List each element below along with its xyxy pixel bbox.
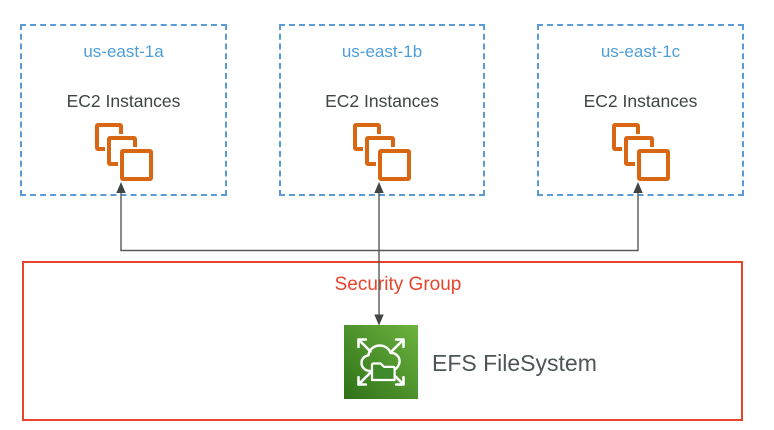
ec2-instances-stack-icon xyxy=(611,123,670,181)
ec2-square-front-icon xyxy=(119,149,153,181)
security-group-label: Security Group xyxy=(334,274,462,295)
az-box-us-east-1b: us-east-1b EC2 Instances xyxy=(279,24,485,196)
ec2-instances-stack-icon xyxy=(353,123,411,181)
az-box-us-east-1a: us-east-1a EC2 Instances xyxy=(20,24,227,196)
ec2-instances-label: EC2 Instances xyxy=(325,91,439,111)
efs-filesystem-icon xyxy=(344,325,418,399)
ec2-instances-label: EC2 Instances xyxy=(583,91,698,111)
az-box-us-east-1c: us-east-1c EC2 Instances xyxy=(537,24,744,196)
efs-filesystem-label: EFS FileSystem xyxy=(432,350,597,376)
az-label: us-east-1c xyxy=(600,42,681,61)
ec2-instances-stack-icon xyxy=(94,123,153,181)
ec2-instances-label: EC2 Instances xyxy=(66,91,181,111)
ec2-square-front-icon xyxy=(636,149,670,181)
az-label: us-east-1a xyxy=(83,42,164,61)
efs-cloud-folder-expand-icon xyxy=(357,338,405,386)
ec2-square-front-icon xyxy=(378,149,411,181)
az-label: us-east-1b xyxy=(341,42,423,61)
